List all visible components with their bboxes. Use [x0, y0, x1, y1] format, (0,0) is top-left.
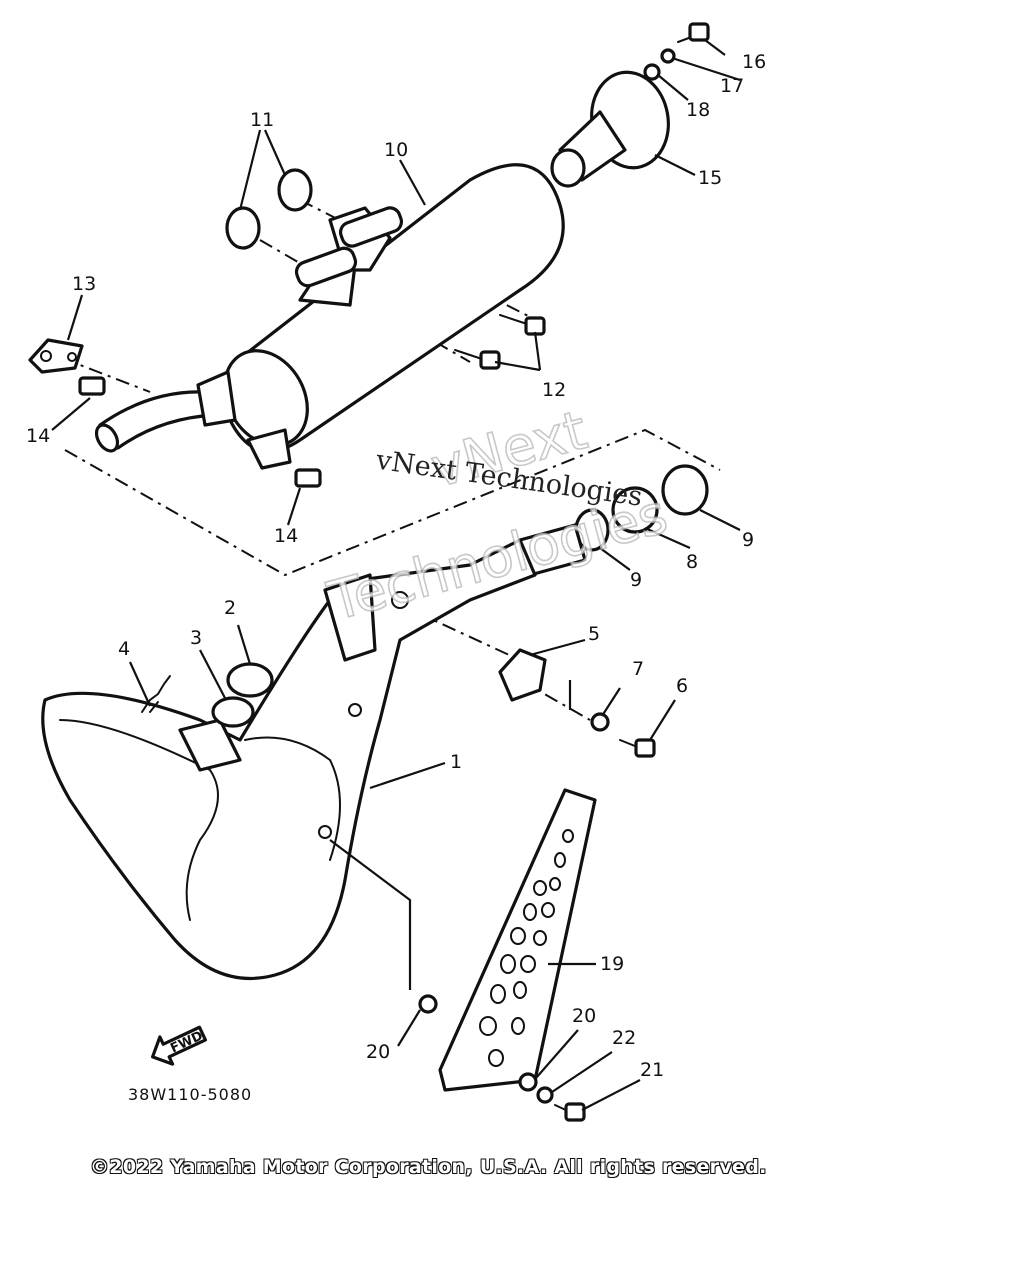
- callout-2: 2: [224, 597, 236, 619]
- watermark: vNext Technologies vNext Technologies: [320, 398, 674, 635]
- callout-3: 3: [190, 627, 202, 649]
- callout-20a: 20: [366, 1041, 390, 1063]
- callout-13: 13: [72, 273, 96, 295]
- callout-16: 16: [742, 51, 766, 73]
- callout-numbers: 1 2 3 4 5 6 7 8 9 9 10 11 12 13 14 14 15…: [26, 51, 766, 1081]
- protector-holes: [479, 829, 574, 1067]
- callout-12: 12: [542, 379, 566, 401]
- callout-10: 10: [384, 139, 408, 161]
- part-bracket-5: [498, 648, 656, 758]
- callout-19: 19: [600, 953, 624, 975]
- callout-20b: 20: [572, 1005, 596, 1027]
- callout-17: 17: [720, 75, 744, 97]
- callout-22: 22: [612, 1027, 636, 1049]
- part-bolts-12: [454, 314, 546, 370]
- part-exhaust-pipe: [41, 538, 537, 980]
- callout-11: 11: [250, 109, 274, 131]
- part-bracket: [28, 338, 322, 488]
- callout-15: 15: [698, 167, 722, 189]
- callout-9b: 9: [742, 529, 754, 551]
- callout-21: 21: [640, 1059, 664, 1081]
- copyright-notice: ©2022 Yamaha Motor Corporation, U.S.A. A…: [90, 1156, 767, 1178]
- callout-5: 5: [588, 623, 600, 645]
- callout-18: 18: [686, 99, 710, 121]
- callout-6: 6: [676, 675, 688, 697]
- part-protector: [438, 788, 597, 1092]
- callout-9a: 9: [630, 569, 642, 591]
- callout-4: 4: [118, 638, 130, 660]
- part-end-cap: [550, 22, 710, 188]
- diagram-code: 38W110-5080: [128, 1085, 252, 1104]
- part-grommets: [225, 168, 313, 250]
- part-joint-clamps: [518, 464, 709, 577]
- part-silencer: [94, 163, 565, 470]
- callout-leaders: [51, 39, 741, 1111]
- callout-1: 1: [450, 751, 462, 773]
- callout-7: 7: [632, 658, 644, 680]
- callout-14a: 14: [26, 425, 50, 447]
- callout-8: 8: [686, 551, 698, 573]
- forward-direction-arrow: FWD: [151, 1025, 208, 1066]
- callout-14b: 14: [274, 525, 298, 547]
- part-washers-bolt: [418, 994, 586, 1122]
